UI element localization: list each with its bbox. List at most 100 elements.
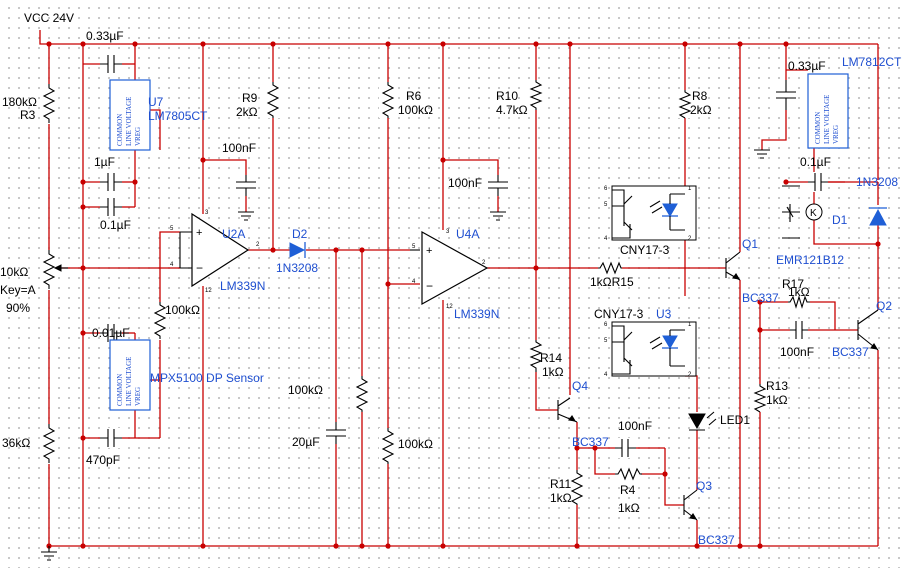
r-100k-sensor-label: 100kΩ [165,303,200,317]
diode-d1[interactable] [869,207,887,226]
resistor-100k-bottom[interactable] [379,428,397,464]
svg-text:−: − [196,261,203,275]
opto-top-pin6: 6 [604,186,608,192]
resistor-r15[interactable] [598,260,622,276]
r9-ref-label: R9 [242,91,258,105]
u4a-pin4: 4 [412,279,416,285]
transistor-q2[interactable] [857,309,879,351]
d2-ref-label: D2 [292,227,308,241]
wire-network [39,30,879,547]
capacitor-u2-100n[interactable] [234,175,258,196]
q2-ref-label: Q2 [876,299,892,313]
sensor-pin-vreg: VREG [134,387,142,406]
opto-top-pin1: 1 [688,186,692,192]
sensor-pin-common: COMMON [116,374,124,406]
u7-pin-vreg: VREG [134,127,142,146]
opto-top-part-label: CNY17-3 [620,243,670,257]
opto-top-pin4: 4 [604,236,608,242]
r17-value-label: 1kΩ [788,285,810,299]
u7-pin-line: LINE VOLTAGE [125,97,133,146]
u7-cap-in-label: 0.33µF [86,29,124,43]
u4a-pin2: 2 [482,260,486,266]
junction-dots [46,41,881,549]
u4a-pin5: 5 [412,244,416,250]
opto-bot-pin5: 5 [604,338,608,344]
transistor-q3[interactable] [683,489,698,521]
u7-ref-label: U7 [148,95,164,109]
d2-part-label: 1N3208 [276,261,318,275]
resistor-r8[interactable] [676,90,694,119]
capacitor-q2-100n[interactable] [790,320,808,340]
cap-20u-label: 20µF [292,435,320,449]
comparator-u2a[interactable]: + − [179,212,250,288]
capacitor-7812-out[interactable] [808,172,828,192]
cap-u4-label: 100nF [448,176,482,190]
capacitor-u7-in[interactable] [100,54,122,74]
resistor-r6[interactable] [379,82,397,118]
pot-key-label: Key=A [0,283,36,297]
r-100k-bottom-label: 100kΩ [398,437,433,451]
r10-value-label: 4.7kΩ [496,103,528,117]
resistor-r10[interactable] [527,80,545,110]
lm7812-pin-vreg: VREG [832,125,840,144]
r15-label: 1kΩR15 [590,275,634,289]
resistor-r4[interactable] [615,466,642,482]
transistor-q1[interactable] [725,251,741,281]
comparator-u4a[interactable]: + − [410,230,489,306]
capacitor-q4-100n[interactable] [615,438,636,458]
svg-text:+: + [426,245,432,257]
u7-pin-common: COMMON [116,114,124,146]
cap-q4-label: 100nF [618,419,652,433]
r11-value-label: 1kΩ [550,491,572,505]
capacitor-0p1u[interactable] [100,197,122,217]
u2a-pin4: 4 [170,262,174,268]
resistor-r11[interactable] [568,470,586,505]
regulator-lm7812[interactable]: COMMON LINE VOLTAGE VREG [807,73,849,149]
relay-coil[interactable] [782,185,823,239]
opto-bot-pin4: 4 [604,372,608,378]
capacitor-u4-100n[interactable] [486,175,510,196]
resistor-r13[interactable] [751,384,769,413]
cap-q2-label: 100nF [780,345,814,359]
capacitor-1u[interactable] [100,172,122,192]
capacitor-20u[interactable] [324,422,348,444]
led-1[interactable] [688,411,717,431]
capacitor-0p01u[interactable] [100,323,122,343]
cap-1u-label: 1µF [94,155,115,169]
resistor-r14[interactable] [527,340,545,372]
r4-ref-label: R4 [620,483,636,497]
r6-ref-label: R6 [406,89,422,103]
q4-part-label: BC337 [572,435,609,449]
optocoupler-u3[interactable] [611,321,697,377]
u2a-pin3: 3 [205,210,209,216]
svg-text:+: + [196,227,202,239]
capacitor-470p[interactable] [100,428,122,448]
q3-ref-label: Q3 [696,479,712,493]
resistor-36k[interactable] [40,424,58,464]
r13-value-label: 1kΩ [766,393,788,407]
resistor-100k-sensor[interactable] [151,302,169,340]
pot-value-label: 10kΩ [0,265,28,279]
sensor-pin-line: LINE VOLTAGE [125,357,133,406]
r14-ref-label: R14 [540,351,562,365]
pressure-sensor[interactable]: COMMON LINE VOLTAGE VREG [109,339,151,411]
q3-part-label: BC337 [698,533,735,547]
u2a-pin2: 2 [256,242,260,248]
diode-d2[interactable] [289,242,306,258]
resistor-r9[interactable] [264,82,282,118]
optocoupler-top[interactable] [611,185,697,241]
resistor-r17[interactable] [788,294,810,310]
r8-ref-label: R8 [692,89,708,103]
lm7812-pin-line: LINE VOLTAGE [823,95,831,144]
resistor-100k-mid[interactable] [353,376,371,412]
resistor-r3[interactable] [40,84,58,124]
potentiometer-10k[interactable] [40,250,68,290]
transistor-q4[interactable] [557,397,578,423]
d1-part-label: 1N3208 [856,175,898,189]
pot-setting-label: 90% [6,301,30,315]
regulator-u7[interactable]: COMMON LINE VOLTAGE VREG [109,79,151,151]
r-100k-mid-label: 100kΩ [288,383,323,397]
led1-label: LED1 [720,413,750,427]
capacitor-7812-in[interactable] [774,80,798,110]
